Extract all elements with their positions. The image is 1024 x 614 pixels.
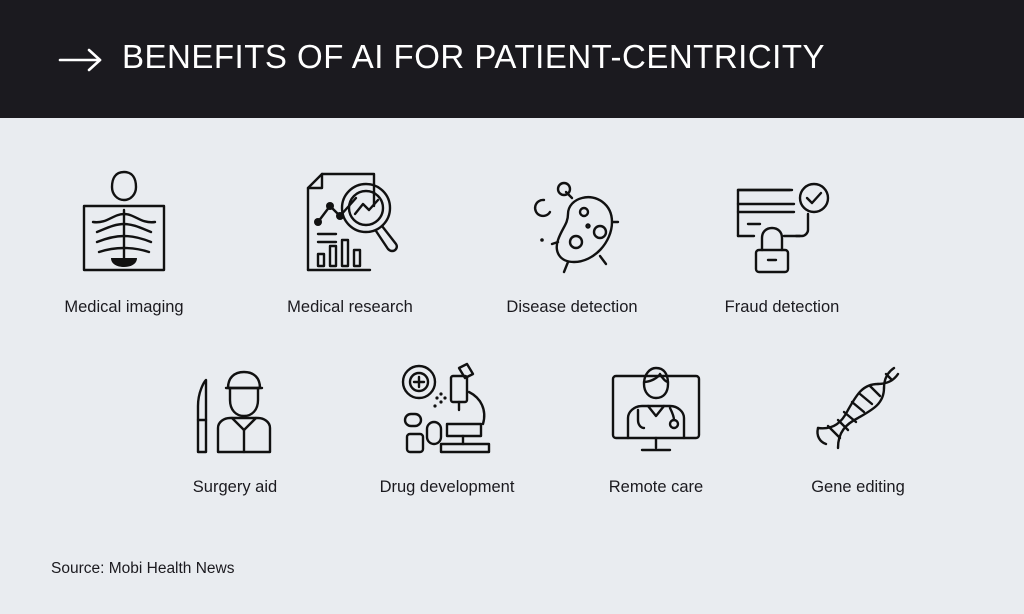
benefit-fraud-detection: Fraud detection <box>682 180 882 350</box>
page-title: BENEFITS OF AI FOR PATIENT-CENTRICITY <box>122 38 825 75</box>
benefit-label: Remote care <box>608 478 704 496</box>
doctor-monitor-icon <box>611 366 701 452</box>
benefit-medical-research: Medical research <box>250 170 450 340</box>
benefit-label: Medical research <box>287 298 413 316</box>
dna-helix-icon <box>816 366 900 450</box>
surgeon-scalpel-icon <box>196 370 272 454</box>
credit-card-lock-check-icon <box>736 182 830 274</box>
xray-chest-icon <box>82 170 166 272</box>
bacteria-virus-icon <box>533 181 620 274</box>
research-report-magnifier-icon <box>306 172 398 272</box>
long-arrow-right-icon <box>58 48 102 72</box>
benefit-label: Drug development <box>379 478 515 496</box>
benefit-disease-detection: Disease detection <box>472 180 672 350</box>
benefit-medical-imaging: Medical imaging <box>24 170 224 340</box>
benefit-label: Surgery aid <box>192 478 278 496</box>
benefit-label: Disease detection <box>506 298 638 316</box>
benefit-gene-editing: Gene editing <box>758 362 958 532</box>
benefit-drug-development: Drug development <box>347 362 547 532</box>
benefit-label: Fraud detection <box>724 298 840 316</box>
benefit-label: Gene editing <box>811 478 905 496</box>
benefit-label: Medical imaging <box>64 298 184 316</box>
benefits-grid: Medical imaging Medical research <box>0 118 1024 614</box>
benefit-surgery-aid: Surgery aid <box>135 370 335 540</box>
header-banner: BENEFITS OF AI FOR PATIENT-CENTRICITY <box>0 0 1024 118</box>
source-credit: Source: Mobi Health News <box>51 560 235 577</box>
microscope-pills-icon <box>401 362 491 454</box>
benefit-remote-care: Remote care <box>556 364 756 534</box>
